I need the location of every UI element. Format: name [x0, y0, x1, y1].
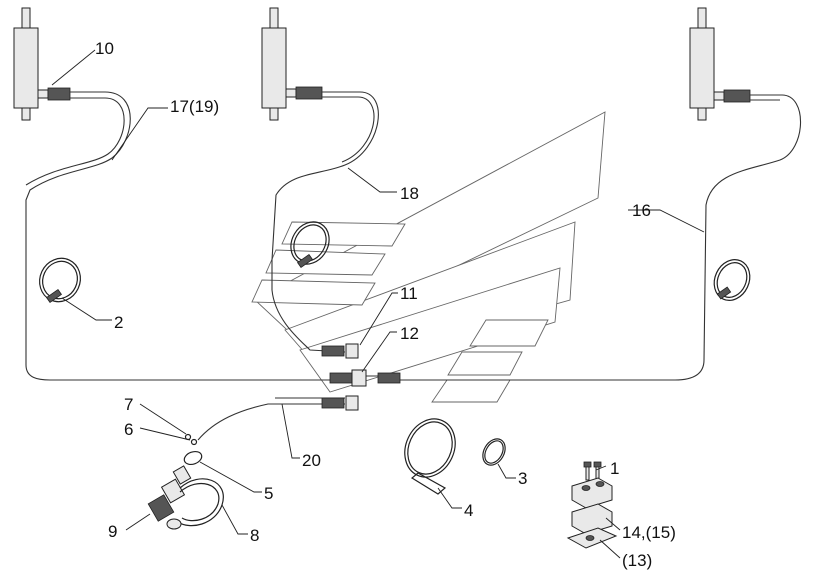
callout-10: 10 [95, 39, 114, 58]
callout-16: 16 [632, 201, 651, 220]
clamp-middle [290, 221, 330, 269]
callout-6: 6 [124, 420, 133, 439]
callout-20: 20 [302, 451, 321, 470]
leader-lines [51, 49, 705, 559]
callout-3: 3 [518, 469, 527, 488]
callout-5: 5 [264, 484, 273, 503]
clamp-left [39, 257, 81, 304]
callout-18: 18 [400, 184, 419, 203]
callout-8: 8 [250, 526, 259, 545]
cylinder-middle [261, 7, 323, 121]
callout-13: (13) [622, 551, 652, 570]
clamp-strap-large [404, 418, 456, 495]
frame-outline [251, 111, 606, 403]
callout-4: 4 [464, 501, 473, 520]
callout-11: 11 [400, 284, 418, 303]
clamp-block [566, 461, 618, 549]
callout-17: 17(19) [170, 97, 219, 116]
clamp-ring-small [482, 438, 506, 466]
callout-2: 2 [114, 313, 123, 332]
callout-labels: 1 2 3 4 5 6 7 8 9 10 11 12 (13) 14,(15) … [95, 39, 676, 570]
callout-1: 1 [610, 459, 619, 478]
quick-coupler-assembly [147, 433, 224, 530]
cylinder-left [13, 7, 71, 121]
callout-14: 14,(15) [622, 523, 676, 542]
callout-9: 9 [108, 522, 117, 541]
tee-fittings [321, 343, 401, 411]
callout-12: 12 [400, 324, 419, 343]
clamp-right [713, 259, 751, 301]
cylinder-right [689, 7, 751, 121]
callout-7: 7 [124, 395, 133, 414]
